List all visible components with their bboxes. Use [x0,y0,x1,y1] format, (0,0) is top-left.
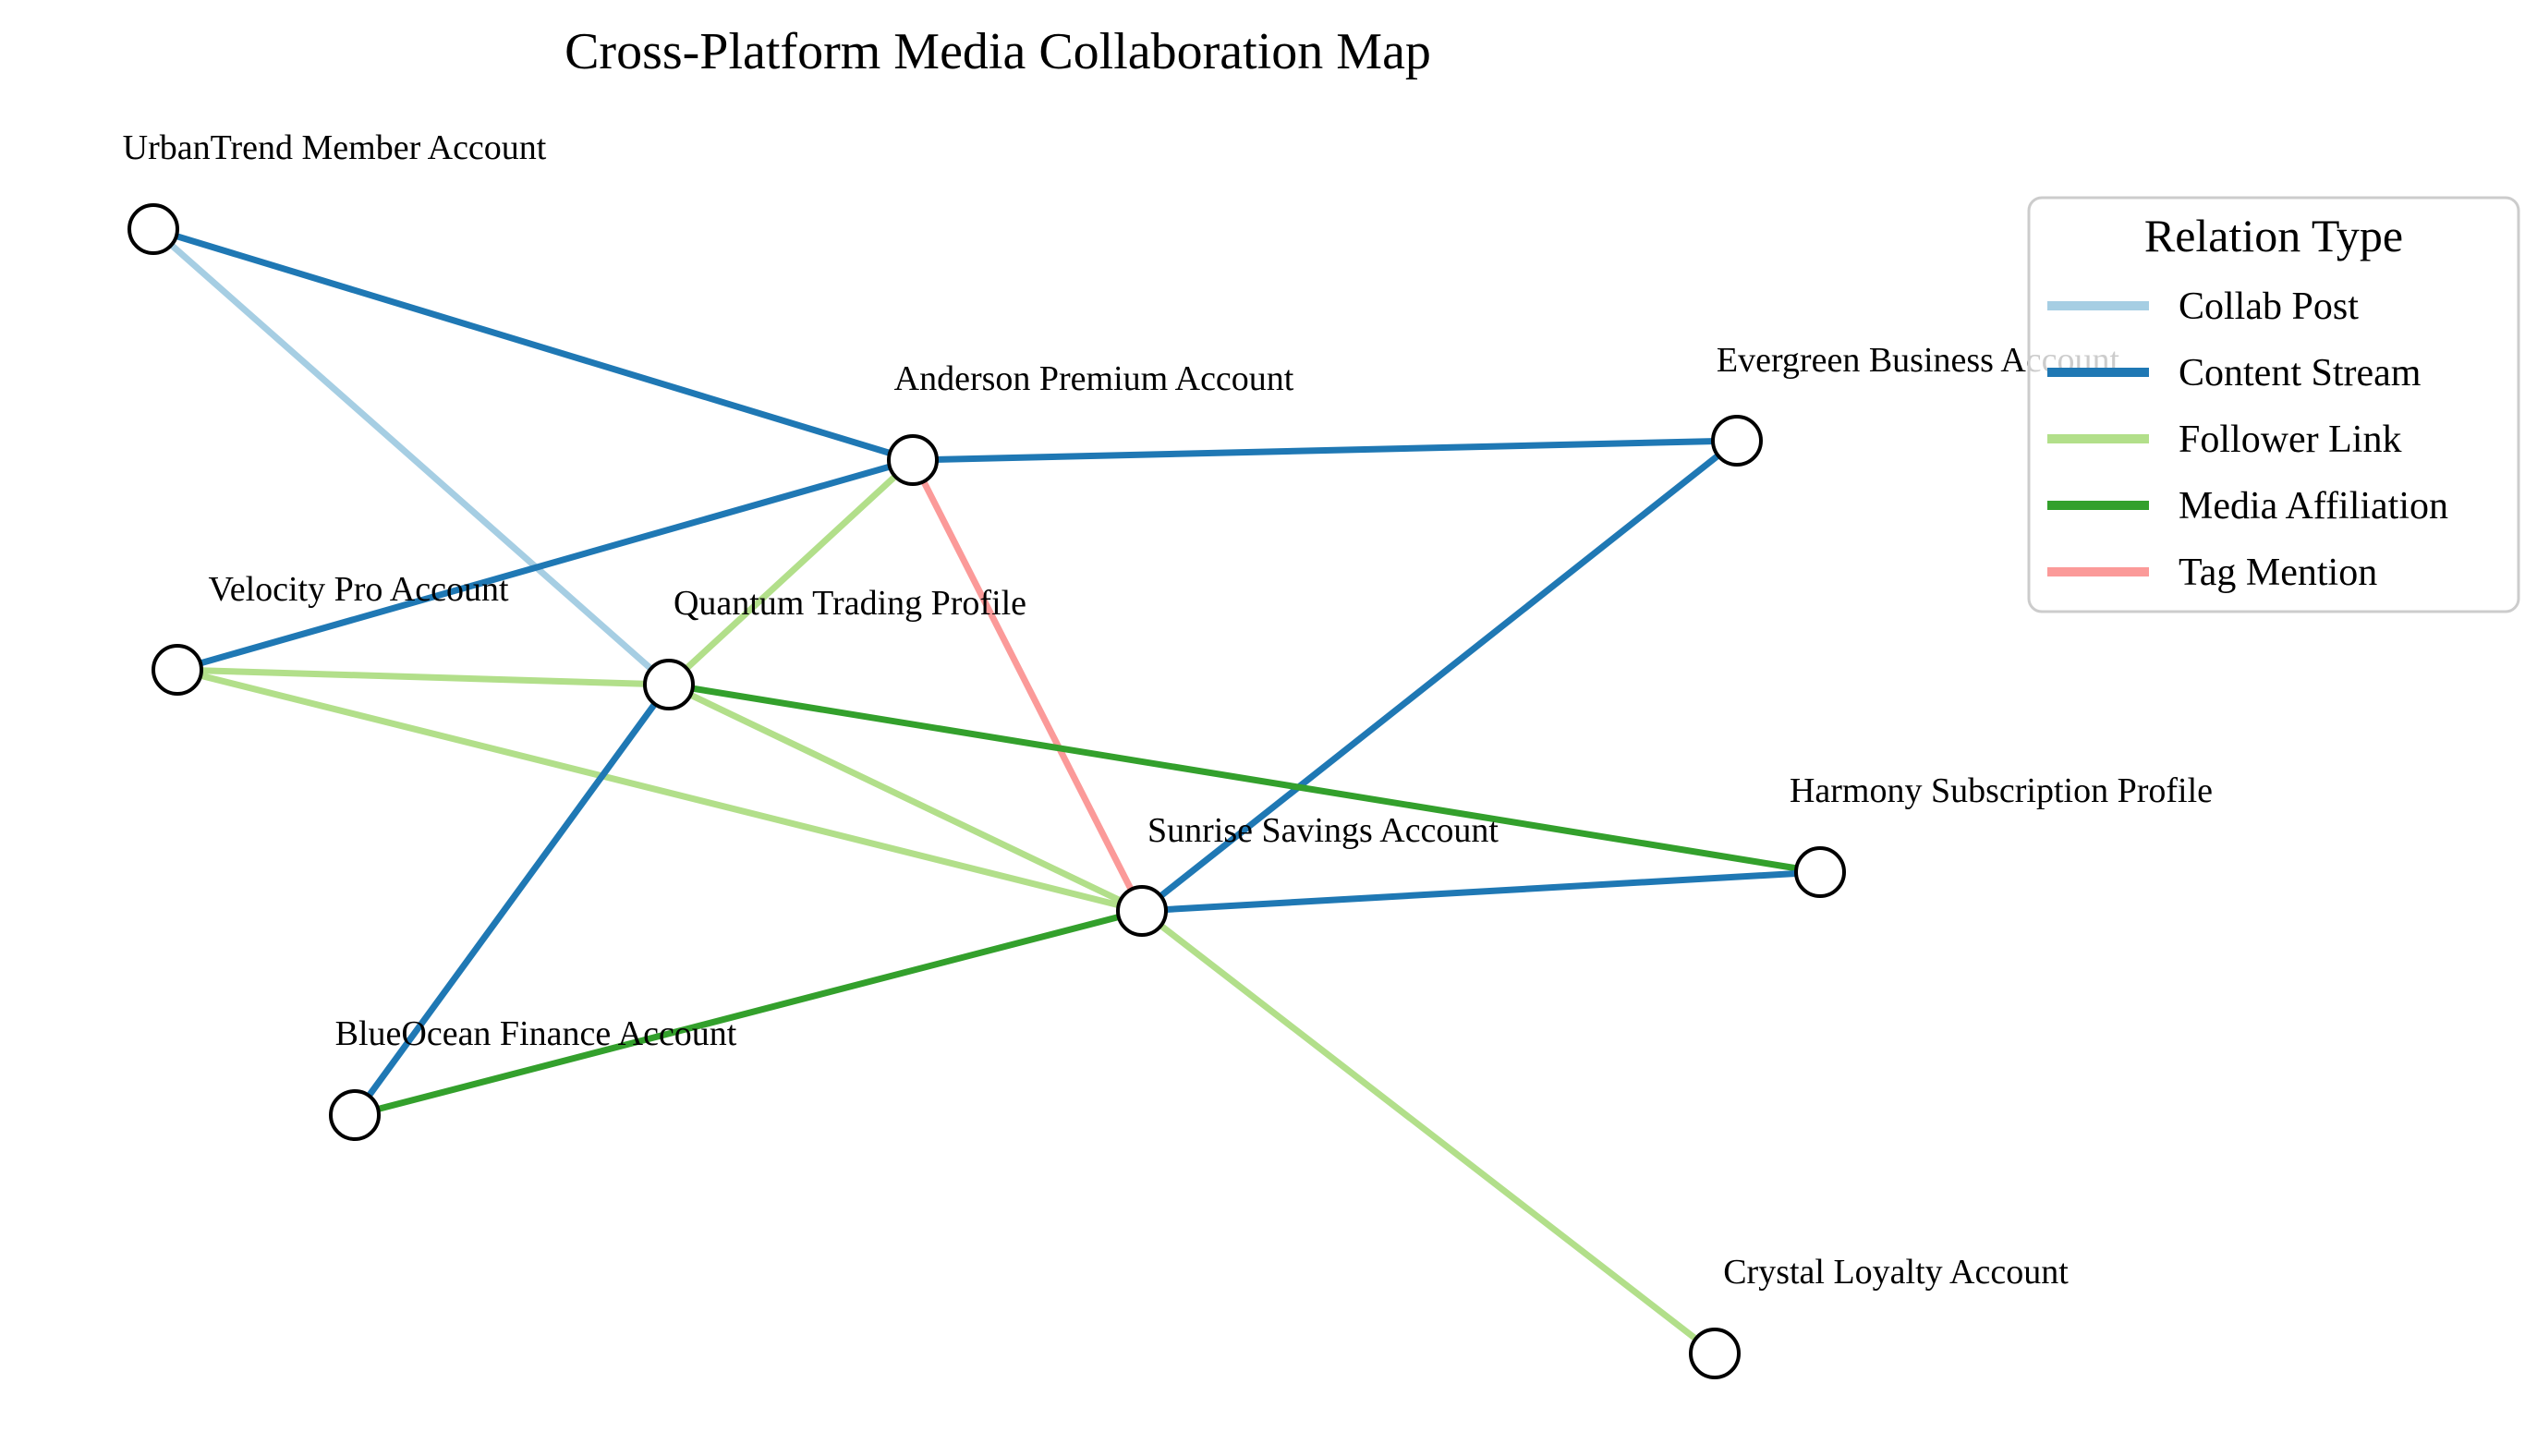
node-circle[interactable] [1116,885,1168,937]
node-circle[interactable] [329,1089,381,1141]
edge-anderson-sunrise [909,458,1146,913]
legend-label: Tag Mention [2179,552,2377,594]
node-label: Crystal Loyalty Account [1723,1253,2069,1292]
node-harmony[interactable]: Harmony Subscription Profile [1790,771,2213,898]
edges-layer [151,225,1821,1356]
edge-sunrise-crystal [1139,908,1718,1356]
node-label: Harmony Subscription Profile [1790,771,2213,810]
edge-sunrise-harmony [1141,868,1821,915]
edge-quantum-blueocean [352,682,672,1118]
node-circle[interactable] [887,434,939,486]
edge-velocity-sunrise [176,666,1143,915]
edge-anderson-evergreen [912,437,1738,464]
node-sunrise[interactable]: Sunrise Savings Account [1116,811,1499,937]
node-blueocean[interactable]: BlueOcean Finance Account [329,1014,737,1141]
edge-evergreen-sunrise [1139,438,1740,914]
node-circle[interactable] [127,203,179,255]
node-label: Velocity Pro Account [208,570,509,609]
legend-item-follower: Follower Link [2047,419,2401,461]
node-circle[interactable] [1689,1328,1741,1379]
node-label: BlueOcean Finance Account [335,1014,737,1053]
edge-urbantrend-quantum [151,226,672,687]
legend-item-tag: Tag Mention [2047,552,2377,594]
legend-item-media: Media Affiliation [2047,485,2448,528]
legend-label: Collab Post [2179,285,2359,328]
diagram-title: Cross-Platform Media Collaboration Map [564,23,1431,80]
legend-item-content: Content Stream [2047,352,2422,394]
node-urbantrend[interactable]: UrbanTrend Member Account [123,128,547,255]
edge-anderson-velocity [176,456,914,673]
edge-quantum-harmony [668,681,1821,876]
node-label: Sunrise Savings Account [1147,811,1499,850]
legend-frame [2027,196,2520,613]
node-quantum[interactable]: Quantum Trading Profile [643,584,1026,710]
node-circle[interactable] [152,644,203,696]
node-label: Anderson Premium Account [894,359,1294,398]
legend-title: Relation Type [2144,210,2403,261]
node-circle[interactable] [643,659,695,710]
node-circle[interactable] [1711,415,1763,467]
node-label: Quantum Trading Profile [674,584,1026,623]
legend-item-collab: Collab Post [2047,285,2359,328]
node-anderson[interactable]: Anderson Premium Account [887,359,1294,486]
edge-anderson-quantum [666,457,916,687]
legend-label: Content Stream [2179,352,2422,394]
legend-label: Media Affiliation [2179,485,2448,528]
node-velocity[interactable]: Velocity Pro Account [152,570,509,696]
edge-sunrise-blueocean [354,907,1143,1119]
edge-quantum-sunrise [667,681,1144,915]
edge-urbantrend-anderson [152,225,915,464]
edge-velocity-quantum [176,666,670,688]
node-crystal[interactable]: Crystal Loyalty Account [1689,1253,2069,1379]
node-circle[interactable] [1794,846,1846,898]
legend-label: Follower Link [2179,419,2401,461]
node-label: UrbanTrend Member Account [123,128,547,167]
